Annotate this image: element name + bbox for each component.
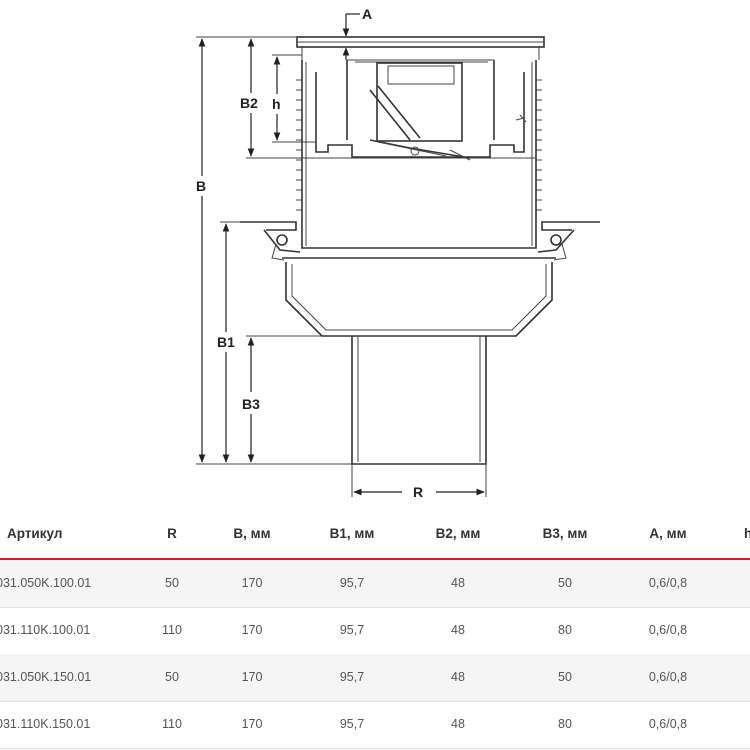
table-row: 031.110K.150.01 110 170 95,7 48 80 0,6/0… xyxy=(0,701,750,749)
flange xyxy=(240,221,600,261)
cell-r: 110 xyxy=(162,717,182,731)
cell-b2: 48 xyxy=(451,670,465,684)
dimension-b3: B3 xyxy=(242,335,322,463)
cell-b2: 48 xyxy=(451,717,465,731)
cell-a: 0,6/0,8 xyxy=(648,717,688,731)
header-h: h xyxy=(744,526,750,541)
cell-r: 50 xyxy=(165,670,179,684)
cell-b1: 95,7 xyxy=(339,623,365,637)
table-header: Артикул R B, мм B1, мм B2, мм B3, мм A, … xyxy=(0,510,750,560)
label-b3: B3 xyxy=(242,396,260,412)
cell-b: 170 xyxy=(241,576,263,590)
dimension-a: A xyxy=(342,6,372,60)
label-a: A xyxy=(362,6,372,22)
label-b2: B2 xyxy=(240,95,258,111)
cell-article: 031.110K.150.01 xyxy=(0,717,91,731)
upper-body xyxy=(296,60,542,249)
header-b2: B2, мм xyxy=(435,526,481,541)
header-a: A, мм xyxy=(649,526,687,541)
drain-technical-drawing: A B B2 h B1 B3 xyxy=(196,6,600,500)
header-r: R xyxy=(167,526,177,541)
dimension-h: h xyxy=(272,54,316,143)
outlet-pipe xyxy=(351,336,487,465)
cell-a: 0,6/0,8 xyxy=(648,576,688,590)
cell-b: 170 xyxy=(241,623,263,637)
specifications-table: Артикул R B, мм B1, мм B2, мм B3, мм A, … xyxy=(0,510,750,750)
label-b: B xyxy=(196,178,206,194)
cell-b3: 50 xyxy=(558,670,572,684)
cell-b2: 48 xyxy=(451,623,465,637)
header-article: Артикул xyxy=(7,526,63,541)
cell-article: 031.110K.100.01 xyxy=(0,623,91,637)
cell-b: 170 xyxy=(241,670,263,684)
cell-b1: 95,7 xyxy=(339,670,365,684)
cell-b3: 50 xyxy=(558,576,572,590)
table-row: 031.050K.100.01 50 170 95,7 48 50 0,6/0,… xyxy=(0,560,750,608)
cell-article: 031.050K.100.01 xyxy=(0,576,92,590)
label-h: h xyxy=(272,96,281,112)
dimension-r: R xyxy=(351,464,487,500)
table-row: 031.050K.150.01 50 170 95,7 48 50 0,6/0,… xyxy=(0,654,750,702)
label-b1: B1 xyxy=(217,334,235,350)
cell-b1: 95,7 xyxy=(339,717,365,731)
dimension-b1: B1 xyxy=(217,221,240,463)
cell-b1: 95,7 xyxy=(339,576,365,590)
dimension-b2: B2 xyxy=(240,38,302,159)
cell-b: 170 xyxy=(241,717,263,731)
cell-b3: 80 xyxy=(558,717,572,731)
cell-article: 031.050K.150.01 xyxy=(0,670,92,684)
header-b1: B1, мм xyxy=(329,526,375,541)
header-b3: B3, мм xyxy=(542,526,588,541)
grate-top xyxy=(296,36,545,60)
cell-b2: 48 xyxy=(451,576,465,590)
cell-r: 110 xyxy=(162,623,182,637)
siphon-insert xyxy=(315,59,527,161)
header-b: B, мм xyxy=(233,526,271,541)
label-r: R xyxy=(413,484,423,500)
lower-body xyxy=(282,257,556,337)
cell-a: 0,6/0,8 xyxy=(648,670,688,684)
dimension-b: B xyxy=(196,36,352,465)
table-row: 031.110K.100.01 110 170 95,7 48 80 0,6/0… xyxy=(0,607,750,655)
cell-r: 50 xyxy=(165,576,179,590)
cell-b3: 80 xyxy=(558,623,572,637)
cell-a: 0,6/0,8 xyxy=(648,623,688,637)
